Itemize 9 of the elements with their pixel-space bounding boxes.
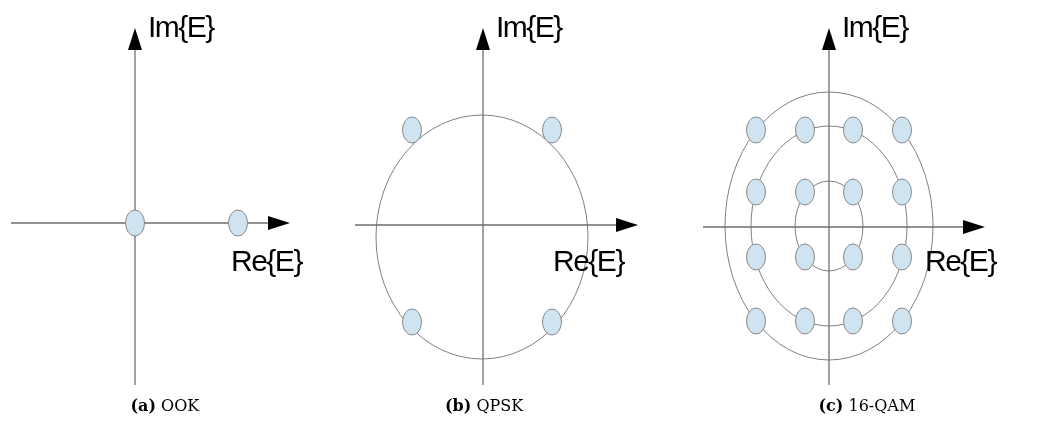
axis-label: Im{E} — [148, 12, 214, 42]
axis-label: Im{E} — [842, 12, 908, 42]
subfigure-caption: (b) QPSK — [445, 398, 524, 414]
subfigure-caption: (c) 16-QAM — [818, 398, 916, 414]
axis-label: Re{E} — [553, 246, 624, 276]
axis-label: Re{E} — [925, 246, 996, 276]
subfigure-caption: (a) OOK — [130, 398, 200, 414]
axis-label: Re{E} — [231, 246, 302, 276]
axis-label: Im{E} — [496, 12, 562, 42]
